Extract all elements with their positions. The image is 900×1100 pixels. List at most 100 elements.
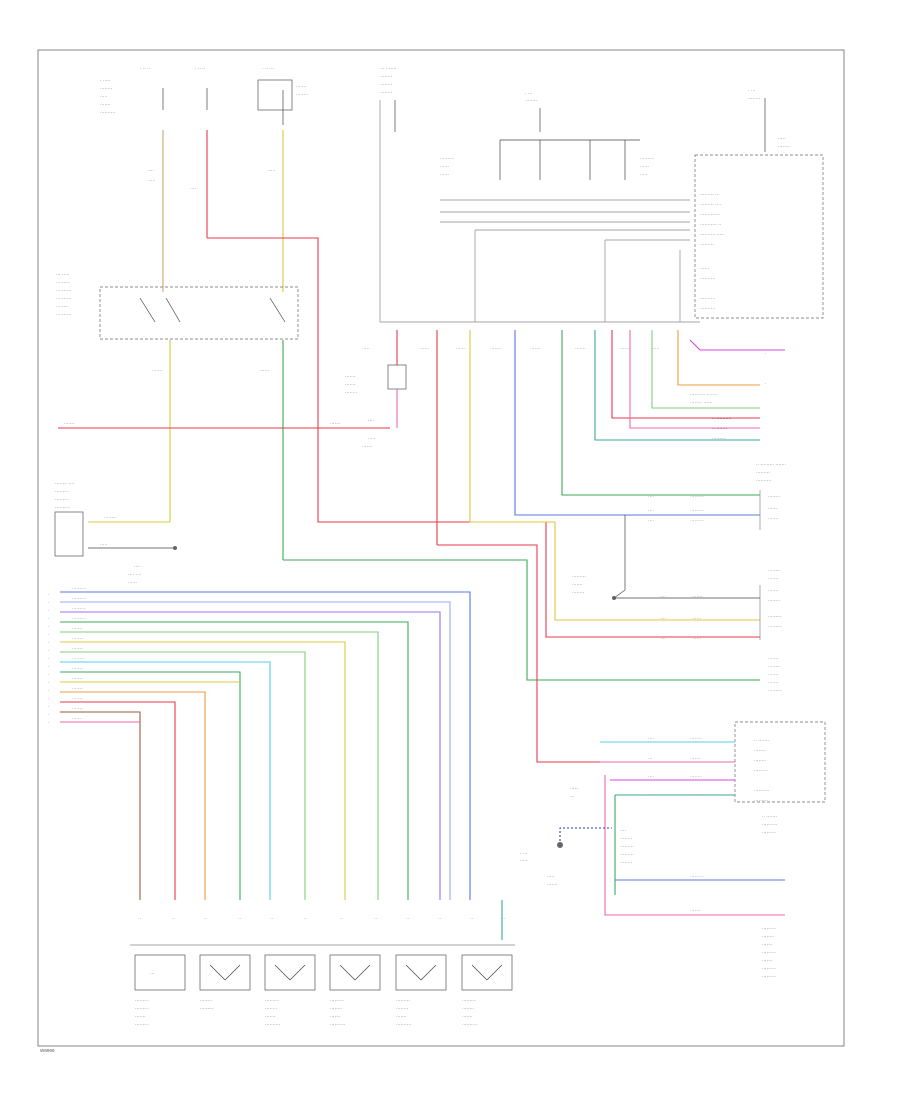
svg-text:··········: ·········· — [56, 296, 71, 301]
lower-left-connector: ···· · ···· ···· ······ ··· ··· ··· ··· … — [48, 564, 143, 725]
svg-text:·· ··········: ·· ·········· — [712, 416, 732, 421]
svg-text:·········: ········· — [690, 518, 704, 523]
sensor-connector-mid: ········· ······· ········ — [572, 515, 760, 600]
svg-text:·: · — [48, 592, 50, 597]
svg-text:········: ········ — [762, 934, 774, 939]
svg-text:··: ·· — [340, 916, 343, 921]
svg-text:········: ········ — [778, 144, 790, 149]
svg-text:·: · — [765, 381, 767, 386]
svg-text:·: · — [48, 640, 50, 645]
svg-text:· ·· ···: · ·· ··· — [262, 66, 274, 71]
svg-text:·······: ······· — [100, 102, 111, 107]
svg-text:·····: ····· — [100, 542, 108, 547]
svg-text:··: ·· — [238, 916, 241, 921]
svg-text:········: ········ — [754, 758, 766, 763]
svg-text:·: · — [48, 704, 50, 709]
svg-text:·········: ········· — [72, 616, 86, 621]
svg-text:·: · — [48, 648, 50, 653]
svg-text:····: ···· — [648, 792, 654, 797]
svg-text:····: ···· — [368, 418, 374, 423]
svg-text:·········: ········· — [754, 768, 768, 773]
control-module: ········· ··· ········· ···· ···········… — [694, 154, 824, 319]
svg-text:··: ·· — [438, 916, 441, 921]
svg-text:·········: ········· — [762, 966, 776, 971]
svg-text:·········: ········· — [768, 614, 782, 619]
svg-text:·: · — [48, 624, 50, 629]
svg-text:·: · — [48, 608, 50, 613]
svg-text:·······: ······· — [72, 646, 83, 651]
svg-text:·········: ········· — [200, 1006, 214, 1011]
ground-symbol: · ··· ····· ····· ······· ···· ········ … — [520, 827, 634, 887]
svg-text:····: ···· — [660, 594, 666, 599]
svg-text:·· ·······: ·· ······· — [762, 814, 777, 819]
svg-text:···· ·: ···· · — [134, 564, 143, 569]
svg-text:··········: ·········· — [265, 1022, 280, 1027]
svg-text:·: · — [48, 600, 50, 605]
svg-text:·····: ····· — [148, 178, 156, 183]
svg-text:········: ········ — [72, 656, 84, 661]
svg-text:·········: ········· — [762, 950, 776, 955]
svg-text:·······: ······· — [768, 588, 779, 593]
svg-text:·········: ········· — [620, 844, 634, 849]
svg-text:·: · — [48, 712, 50, 717]
svg-text:··········: ·········· — [396, 1022, 411, 1027]
svg-text:· ···: · ··· — [520, 851, 527, 856]
svg-text:·······: ······· — [768, 576, 779, 581]
svg-text:······: ······ — [456, 346, 465, 351]
svg-text:·: · — [48, 688, 50, 693]
lower-right-module: ·· ······· ········ ········ ········· ·… — [734, 721, 826, 835]
svg-text:·········: ········· — [135, 998, 149, 1003]
svg-text:········: ········ — [56, 304, 68, 309]
svg-text:·······: ······· — [72, 626, 83, 631]
svg-text:··: ·· — [470, 916, 473, 921]
right-component-labels: · · ·········· ······· ········ ······ ·… — [690, 351, 786, 693]
svg-text:········· ···: ········· ··· — [700, 192, 720, 197]
svg-text:········: ········ — [380, 82, 392, 87]
svg-text:·: · — [48, 696, 50, 701]
svg-text:··· ·······: ··· ······· — [380, 66, 397, 71]
svg-text:·· ········· ·······: ·· ········· ······· — [756, 462, 786, 467]
center-fuse-group: ··· ······· ········ ········ ········ ·… — [379, 66, 790, 322]
svg-text:········: ········ — [620, 860, 632, 865]
svg-text:·········: ········· — [762, 830, 776, 835]
svg-text:·······: ······· — [330, 421, 341, 426]
svg-text:·······: ······· — [330, 1014, 341, 1019]
svg-text:····: ···· — [648, 518, 654, 523]
svg-text:·········: ········· — [700, 242, 714, 247]
svg-text:····: ···· — [648, 494, 654, 499]
svg-text:····: ···· — [190, 186, 196, 191]
svg-text:·······: ······· — [64, 421, 75, 426]
svg-text:···: ··· — [150, 971, 155, 976]
svg-text:········: ········ — [754, 748, 766, 753]
svg-text:········: ········ — [525, 98, 537, 103]
svg-text:······: ······ — [260, 368, 269, 373]
svg-text:·······: ······· — [345, 382, 356, 387]
svg-text:·······: ······· — [575, 346, 586, 351]
svg-text:·········: ········· — [135, 1022, 149, 1027]
svg-text:·····: ····· — [368, 436, 376, 441]
svg-text:·······: ······· — [396, 1014, 407, 1019]
svg-text:·········: ········· — [690, 508, 704, 513]
svg-text:·········: ········· — [462, 998, 476, 1003]
svg-text:·······: ······· — [135, 1014, 146, 1019]
svg-text:···: ··· — [570, 794, 575, 799]
svg-text:·: · — [48, 632, 50, 637]
svg-text:·: · — [48, 656, 50, 661]
svg-text:·········: ········· — [55, 497, 69, 502]
svg-text:·: · — [765, 351, 767, 356]
svg-text:·······: ······· — [296, 84, 307, 89]
svg-text:····: ···· — [660, 616, 666, 621]
svg-text:··: ·· — [204, 916, 207, 921]
svg-text:··········: ·········· — [762, 822, 777, 827]
svg-text:·······: ······· — [620, 346, 631, 351]
svg-text:·······: ······· — [362, 444, 373, 449]
svg-text:········: ········ — [100, 86, 112, 91]
svg-text:········· ····: ········· ···· — [700, 202, 721, 207]
svg-text:·······: ······· — [72, 706, 83, 711]
svg-text:·: · — [48, 720, 50, 725]
svg-text:·······: ······· — [530, 346, 541, 351]
svg-text:··: ·· — [172, 916, 175, 921]
svg-text:·········: ········· — [396, 998, 410, 1003]
svg-text:·········: ········· — [72, 596, 86, 601]
svg-text:·····: ····· — [778, 136, 786, 141]
